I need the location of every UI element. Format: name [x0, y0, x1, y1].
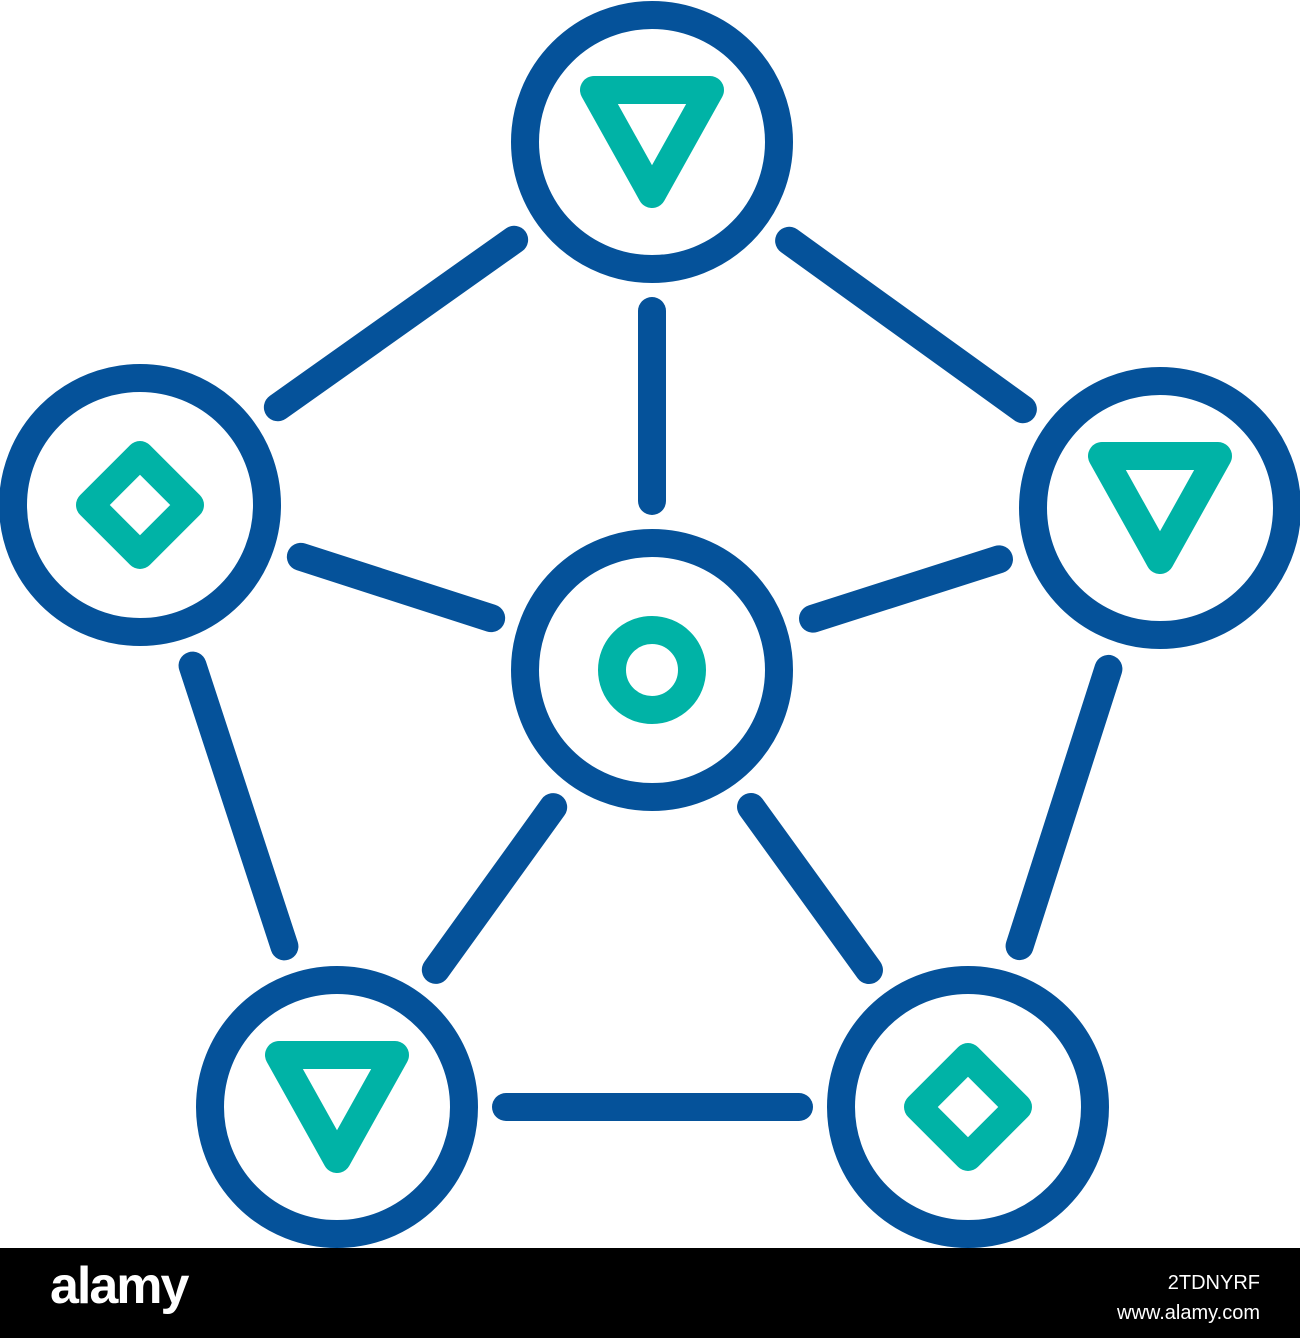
node-center: [511, 529, 793, 811]
node-right: [1019, 367, 1300, 649]
edge-left-center: [286, 542, 506, 633]
node-bottom-left: [196, 966, 478, 1248]
node-circle: [511, 529, 793, 811]
alamy-logo: alamy: [50, 1257, 189, 1315]
edge-top-right: [775, 226, 1037, 424]
diamond-icon: [904, 1043, 1032, 1171]
edge-center-bottom-left: [421, 793, 568, 984]
node-circle: [511, 1, 793, 283]
edge-center-bottom-right: [737, 792, 883, 985]
edge-left-bottom-left: [178, 651, 299, 961]
node-bottom-right: [827, 966, 1109, 1248]
triangle-down-icon: [265, 1041, 409, 1173]
node-circle: [827, 966, 1109, 1248]
edge-top-left: [263, 225, 529, 422]
node-circle: [1019, 367, 1300, 649]
edge-right-bottom-right: [1005, 654, 1123, 961]
node-circle: [196, 966, 478, 1248]
triangle-down-icon: [580, 76, 724, 208]
diamond-icon: [76, 441, 204, 569]
triangle-down-icon: [1088, 442, 1232, 574]
node-left: [0, 364, 281, 646]
footer-url: www.alamy.com: [1117, 1302, 1260, 1324]
network-diagram: [0, 1, 1300, 1248]
edge-right-center: [799, 545, 1013, 633]
nodes-group: [0, 1, 1300, 1248]
image-id: 2TDNYRF: [1167, 1272, 1260, 1294]
ring-icon: [598, 616, 706, 724]
footer-bar: alamy 2TDNYRF www.alamy.com: [0, 1248, 1300, 1338]
node-top: [511, 1, 793, 283]
edges-group: [178, 225, 1123, 1121]
footer-meta: 2TDNYRF www.alamy.com: [1117, 1268, 1260, 1328]
node-circle: [0, 364, 281, 646]
